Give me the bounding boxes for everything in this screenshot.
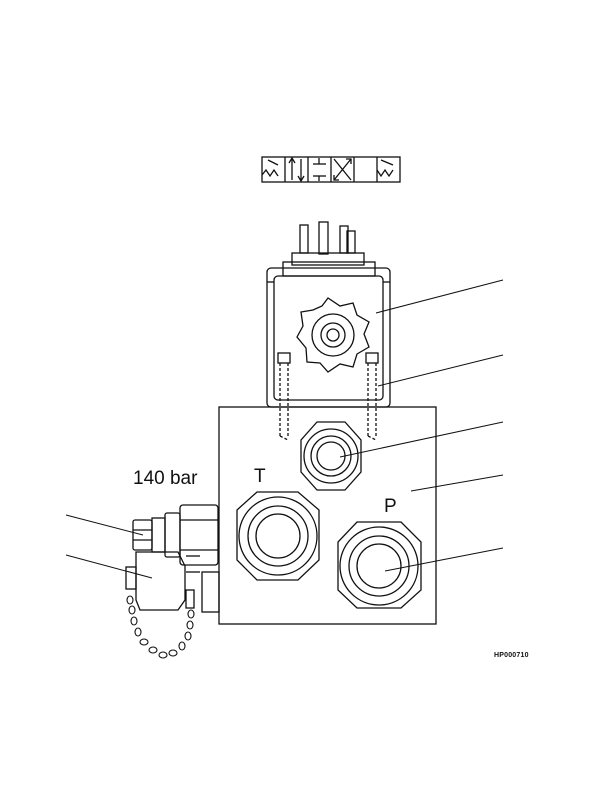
solenoid-connector	[282, 221, 376, 277]
leader-lines	[65, 279, 504, 579]
port-a	[300, 421, 362, 491]
hydraulic-symbol	[261, 156, 401, 183]
valve-body	[218, 406, 437, 625]
cap-chain	[126, 595, 195, 659]
star-knob	[296, 297, 370, 373]
reference-code: HP000710	[494, 652, 529, 659]
port-t-label: T	[254, 466, 266, 487]
dust-cap	[125, 551, 200, 611]
test-coupling	[132, 504, 220, 613]
solenoid-coil	[266, 267, 391, 408]
port-t	[236, 491, 320, 581]
mounting-screws	[277, 352, 379, 441]
port-p	[337, 521, 422, 609]
pressure-label: 140 bar	[133, 468, 198, 489]
port-p-label: P	[384, 496, 397, 517]
